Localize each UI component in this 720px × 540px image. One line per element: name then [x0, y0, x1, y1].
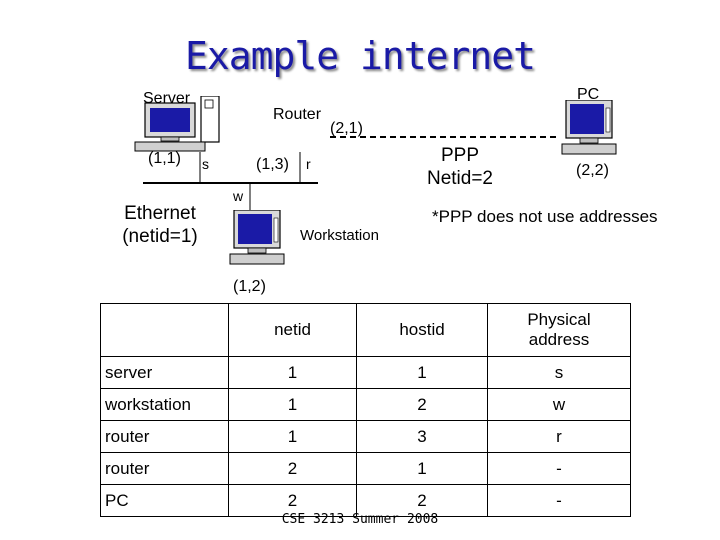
table-cell-physical: s — [488, 357, 631, 389]
ethernet-label-line1: Ethernet — [110, 202, 210, 225]
workstation-address: (1,2) — [233, 278, 266, 296]
table-row: router 1 3 r — [101, 421, 631, 453]
table-header-physical-address: Physical address — [488, 304, 631, 357]
router-physical-label: r — [306, 156, 311, 172]
table-cell-physical: - — [488, 453, 631, 485]
pc-computer-icon — [560, 100, 620, 160]
table-cell-hostid: 3 — [357, 421, 488, 453]
address-table: netid hostid Physical address server 1 1… — [100, 303, 631, 517]
ethernet-label: Ethernet (netid=1) — [110, 202, 210, 248]
table-cell-netid: 2 — [229, 453, 357, 485]
workstation-computer-icon — [228, 210, 288, 270]
table-cell-host: router — [101, 421, 229, 453]
ppp-label: PPP Netid=2 — [400, 144, 520, 190]
ppp-label-line1: PPP — [400, 144, 520, 167]
server-physical-label: s — [202, 156, 209, 172]
ethernet-label-line2: (netid=1) — [110, 225, 210, 248]
table-cell-physical: r — [488, 421, 631, 453]
table-row: router 2 1 - — [101, 453, 631, 485]
table-cell-hostid: 1 — [357, 453, 488, 485]
table-cell-host: server — [101, 357, 229, 389]
table-header-physical-line2: address — [492, 330, 626, 350]
ppp-note: *PPP does not use addresses — [432, 207, 658, 227]
table-row: workstation 1 2 w — [101, 389, 631, 421]
footer-text: CSE 3213 Summer 2008 — [0, 512, 720, 527]
table-row: server 1 1 s — [101, 357, 631, 389]
router-ppp-address: (2,1) — [330, 120, 363, 138]
table-header-empty — [101, 304, 229, 357]
workstation-physical-label: w — [233, 188, 243, 204]
table-cell-hostid: 2 — [357, 389, 488, 421]
table-header-row: netid hostid Physical address — [101, 304, 631, 357]
table-cell-netid: 1 — [229, 421, 357, 453]
table-cell-netid: 1 — [229, 357, 357, 389]
server-label: Server — [143, 90, 190, 108]
table-cell-host: router — [101, 453, 229, 485]
router-eth-address: (1,3) — [256, 156, 289, 174]
table-cell-host: workstation — [101, 389, 229, 421]
table-cell-physical: w — [488, 389, 631, 421]
router-label: Router — [273, 106, 321, 124]
table-header-netid: netid — [229, 304, 357, 357]
table-cell-netid: 1 — [229, 389, 357, 421]
table-cell-hostid: 1 — [357, 357, 488, 389]
ppp-label-line2: Netid=2 — [400, 167, 520, 190]
pc-label: PC — [577, 86, 599, 104]
server-address: (1,1) — [148, 150, 181, 168]
table-header-physical-line1: Physical — [492, 310, 626, 330]
workstation-label: Workstation — [300, 227, 379, 244]
pc-address: (2,2) — [576, 162, 609, 180]
table-header-hostid: hostid — [357, 304, 488, 357]
